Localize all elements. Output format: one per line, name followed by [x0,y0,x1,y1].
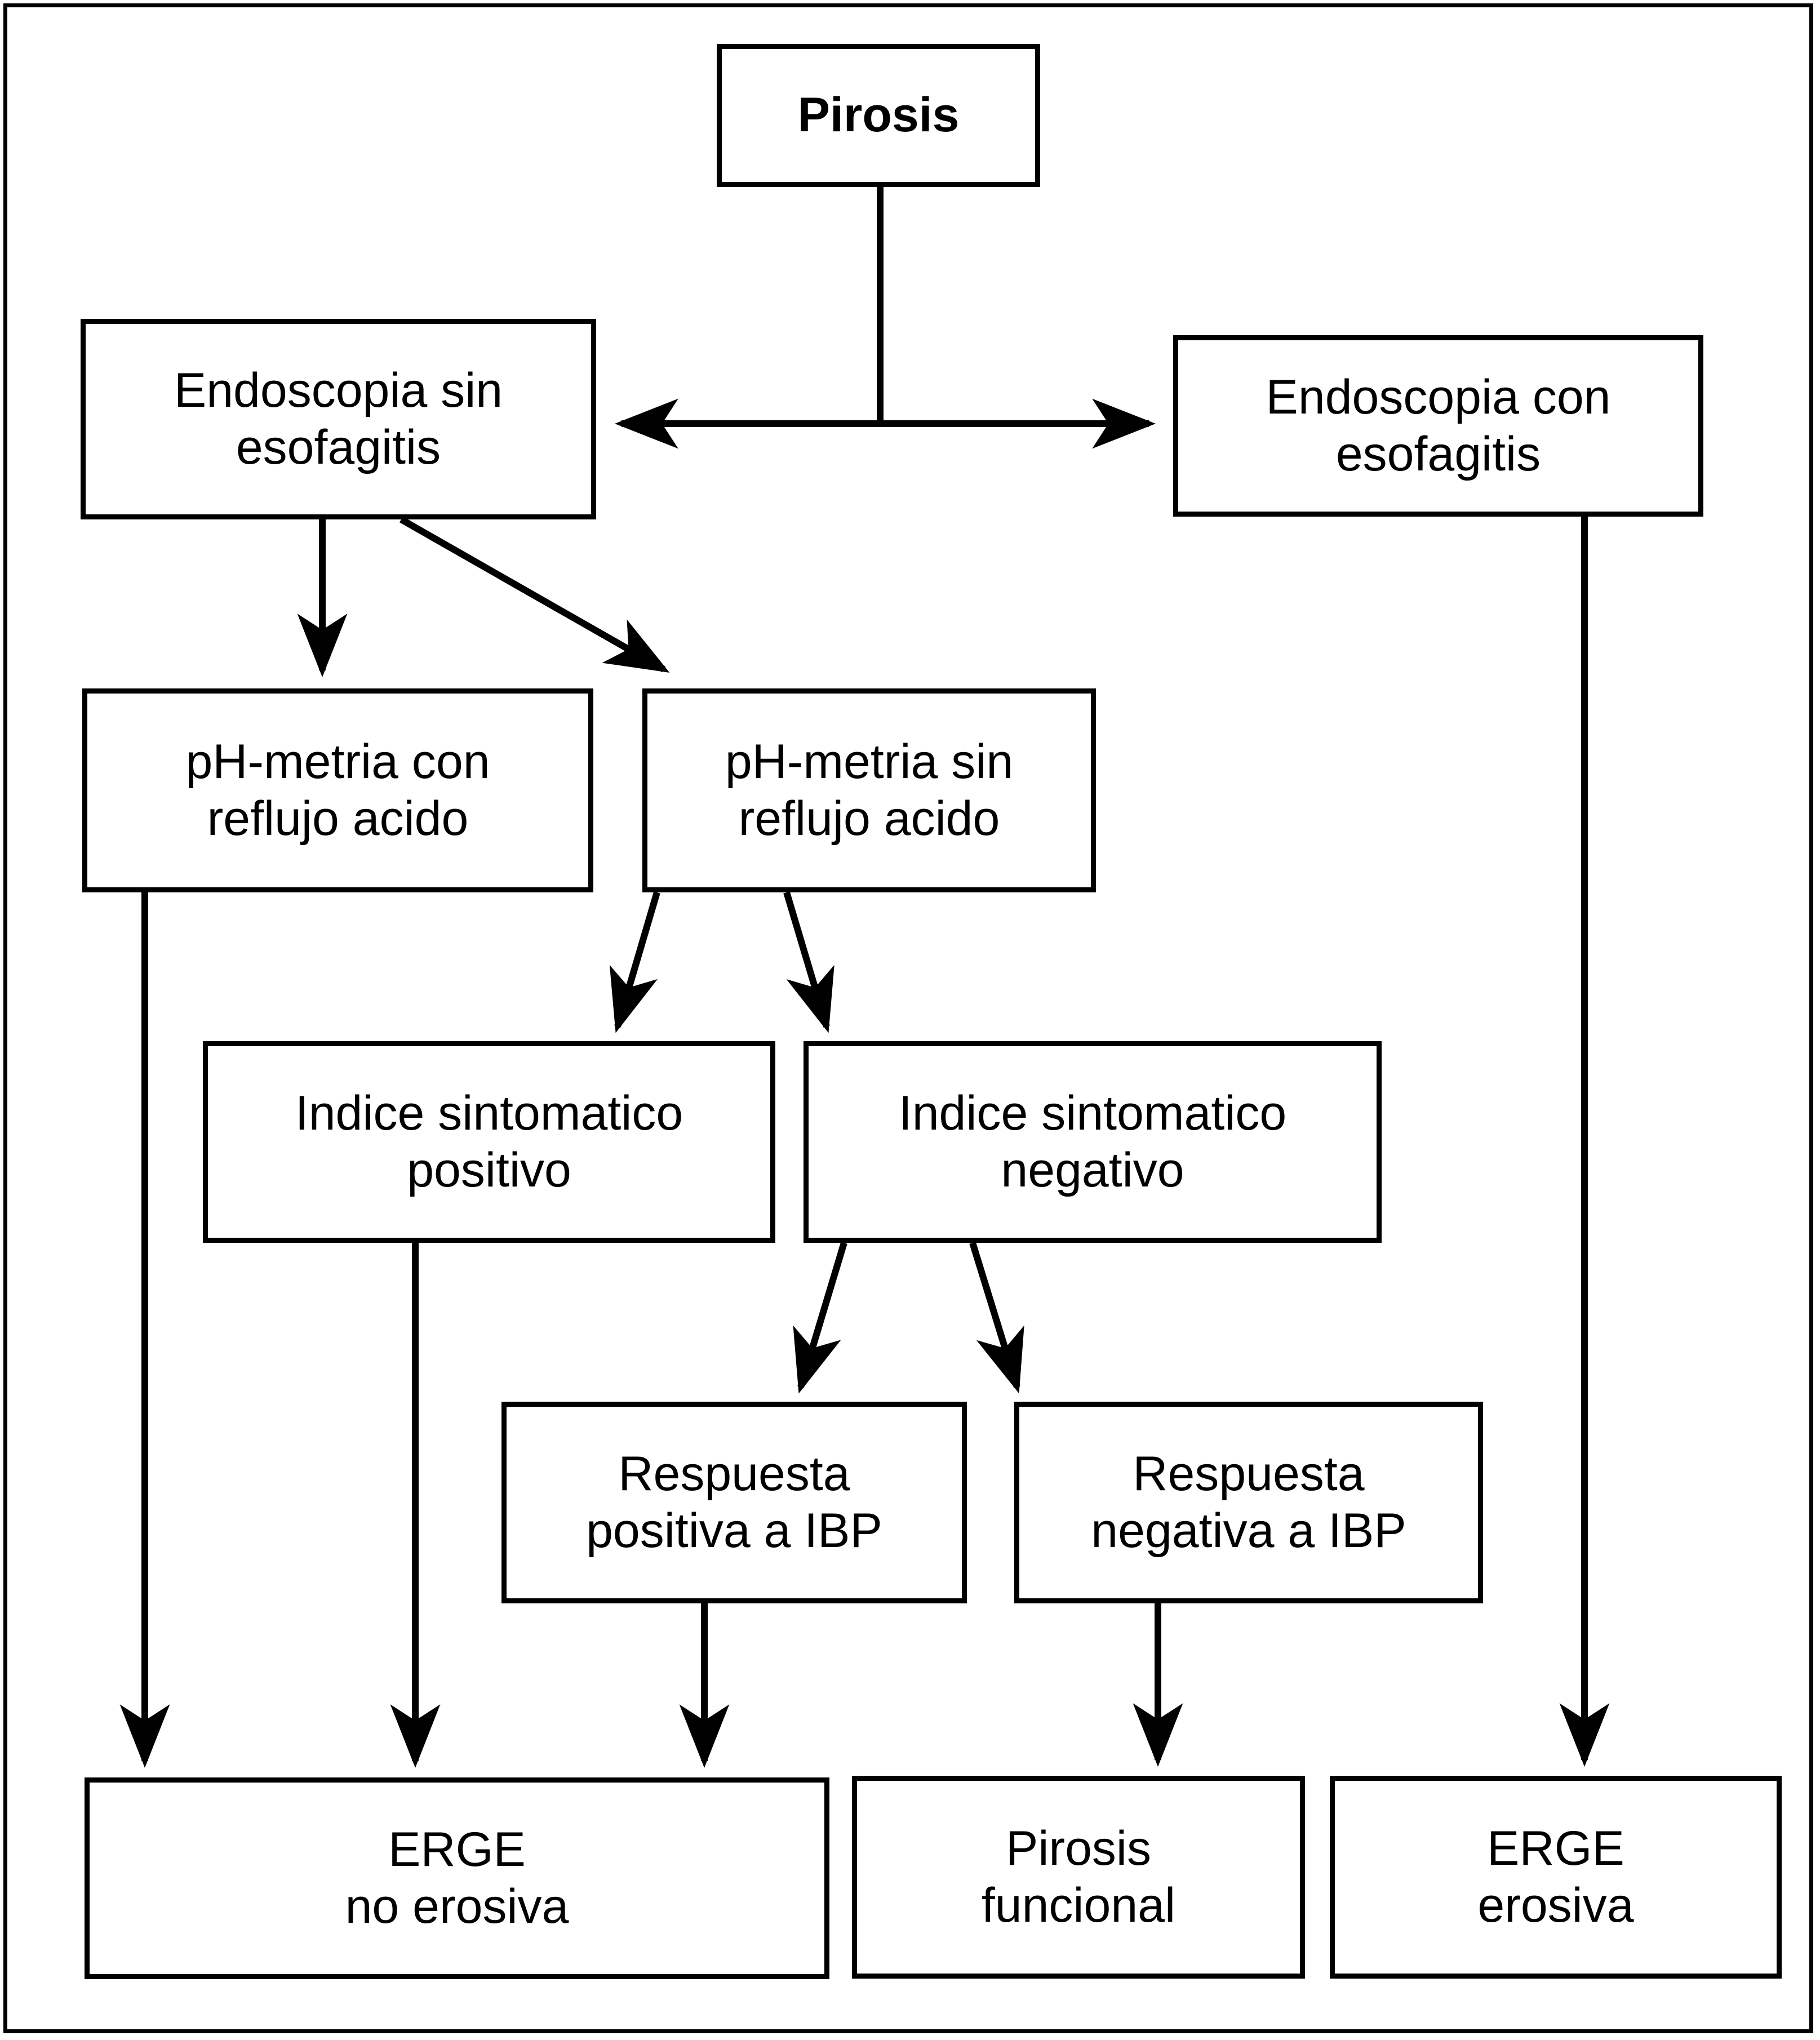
diagram-outer-border [3,3,1813,2033]
node-endoscopia-sin-esofagitis[interactable]: Endoscopia sin esofagitis [81,319,596,519]
node-phmetria-sin-reflujo-acido[interactable]: pH-metria sin reflujo acido [642,688,1096,892]
node-indice-sintomatico-negativo[interactable]: Indice sintomatico negativo [804,1041,1382,1243]
node-respuesta-positiva-a-ibp[interactable]: Respuesta positiva a IBP [501,1402,967,1603]
node-erge-erosiva[interactable]: ERGE erosiva [1330,1776,1782,1979]
node-indice-sintomatico-positivo[interactable]: Indice sintomatico positivo [203,1041,775,1243]
node-pirosis[interactable]: Pirosis [717,44,1040,187]
node-endoscopia-con-esofagitis[interactable]: Endoscopia con esofagitis [1173,335,1703,517]
node-pirosis-funcional[interactable]: Pirosis funcional [852,1776,1305,1979]
node-phmetria-con-reflujo-acido[interactable]: pH-metria con reflujo acido [82,688,593,892]
node-respuesta-negativa-a-ibp[interactable]: Respuesta negativa a IBP [1014,1402,1483,1603]
node-erge-no-erosiva[interactable]: ERGE no erosiva [85,1777,829,1979]
